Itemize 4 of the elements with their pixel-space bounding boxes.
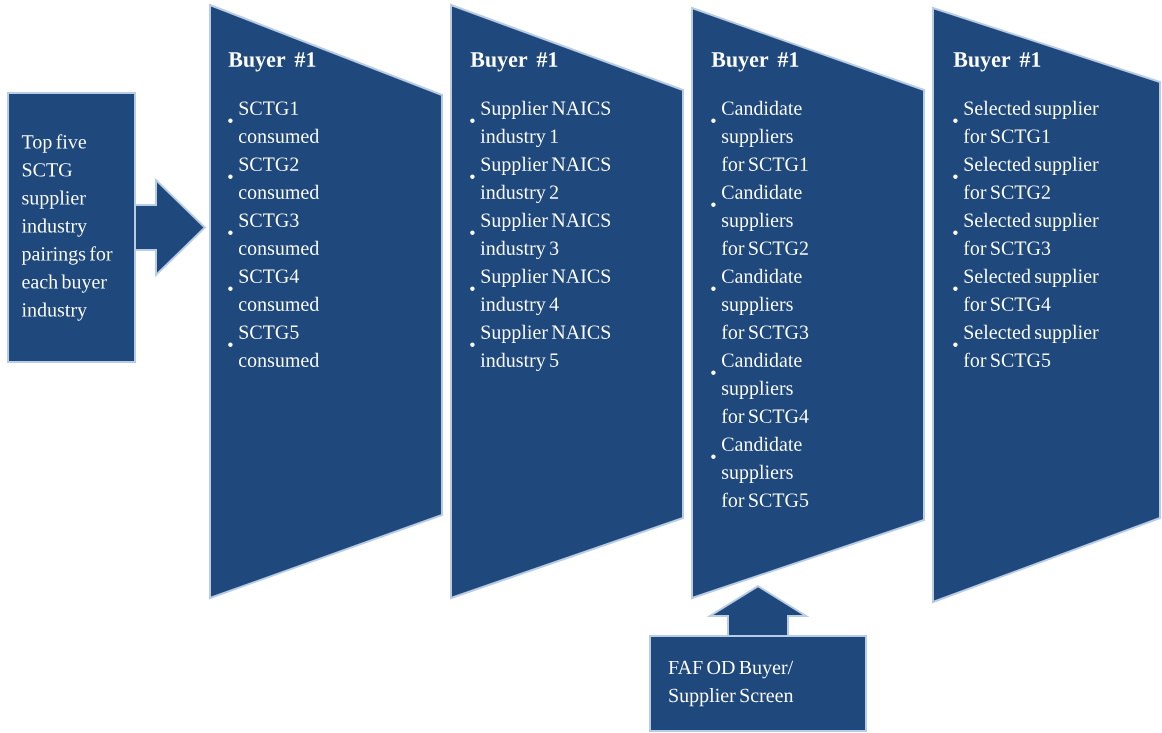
callout-box: Top five SCTG supplier industry pairings for each buyer industry (7, 92, 136, 363)
block-arrow (706, 585, 810, 636)
callout-box: FAF OD Buyer/ Supplier Screen (649, 635, 867, 732)
block-arrow (135, 177, 207, 278)
